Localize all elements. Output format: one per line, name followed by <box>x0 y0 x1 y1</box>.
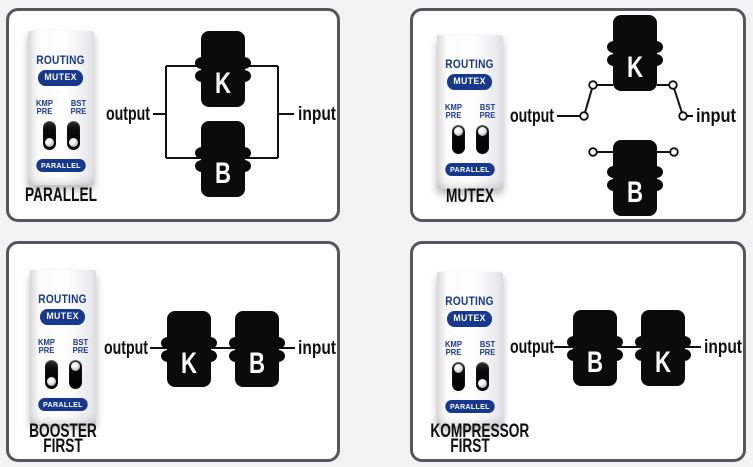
toggle-ball <box>477 127 487 136</box>
switch-row <box>44 359 82 389</box>
parallel-routing-diagram: output K B input <box>106 31 337 197</box>
kmp-pre-toggle <box>42 120 56 150</box>
input-label: input <box>298 104 337 125</box>
switch-contact <box>678 111 688 121</box>
mode-caption: BOOSTER FIRST <box>23 421 102 457</box>
input-label: input <box>704 337 743 358</box>
booster-letter: B <box>587 346 603 379</box>
switch-row <box>42 120 80 150</box>
booster-letter: B <box>627 176 643 209</box>
kompressor-letter: K <box>655 346 671 379</box>
caption-line: BOOSTER <box>29 421 97 442</box>
toggle-ball <box>46 377 56 386</box>
mutex-badge: MUTEX <box>40 309 86 325</box>
booster-first-routing-diagram: output K B input <box>104 311 337 387</box>
caption-line: FIRST <box>43 436 83 457</box>
switch-contact <box>588 80 598 90</box>
caption-line: FIRST <box>450 436 490 457</box>
mutex-badge: MUTEX <box>447 311 493 327</box>
routing-label: ROUTING <box>445 59 495 71</box>
booster-letter: B <box>249 347 265 380</box>
output-label: output <box>104 338 149 359</box>
toggle-ball <box>453 364 463 373</box>
caption-line: MUTEX <box>446 186 494 207</box>
mode-caption: KOMPRESSOR FIRST <box>430 421 530 457</box>
kompressor-letter: K <box>181 347 197 380</box>
input-label: input <box>298 338 337 359</box>
output-label: output <box>510 337 555 358</box>
toggle-ball <box>453 127 463 136</box>
toggle-ball <box>70 362 80 371</box>
kmp-pre-toggle <box>44 359 58 389</box>
bst-pre-toggle <box>475 361 489 391</box>
bst-pre-toggle <box>475 124 489 154</box>
caption-line: KOMPRESSOR <box>430 421 530 442</box>
mutex-badge: MUTEX <box>447 74 493 90</box>
parallel-badge: PARALLEL <box>445 162 495 176</box>
toggle-ball <box>68 138 78 147</box>
output-label: output <box>106 104 151 125</box>
kmp-pre-toggle <box>451 124 465 154</box>
routing-label: ROUTING <box>36 55 86 67</box>
switch-row <box>451 124 489 154</box>
input-label: input <box>696 106 737 127</box>
bst-pre-toggle <box>68 359 82 389</box>
parallel-badge: PARALLEL <box>445 399 495 413</box>
booster-letter: B <box>215 157 231 190</box>
parallel-badge: PARALLEL <box>36 158 86 172</box>
parallel-badge: PARALLEL <box>38 397 88 411</box>
mutex-badge: MUTEX <box>38 70 84 86</box>
wire <box>583 84 594 117</box>
bst-pre-toggle <box>66 120 80 150</box>
switch-contact <box>668 80 678 90</box>
caption-line: PARALLEL <box>25 185 97 206</box>
kompressor-first-routing-diagram: output B K input <box>510 310 743 386</box>
toggle-ball <box>477 379 487 388</box>
switch-contact <box>579 111 589 121</box>
kompressor-letter: K <box>627 51 643 84</box>
toggle-ball <box>44 138 54 147</box>
wire <box>672 84 684 117</box>
switch-row <box>451 361 489 391</box>
mode-caption: PARALLEL <box>21 185 100 206</box>
mode-caption: MUTEX <box>430 186 509 207</box>
switch-contact <box>588 147 598 157</box>
routing-label: ROUTING <box>445 296 495 308</box>
output-label: output <box>510 106 555 127</box>
panel-mutex: output K B input ROUTING MUTEX KM <box>410 8 746 222</box>
kompressor-letter: K <box>215 67 231 100</box>
mutex-routing-diagram: output K B input <box>510 15 737 216</box>
routing-label: ROUTING <box>38 294 88 306</box>
switch-contact <box>669 147 679 157</box>
kmp-pre-toggle <box>451 361 465 391</box>
